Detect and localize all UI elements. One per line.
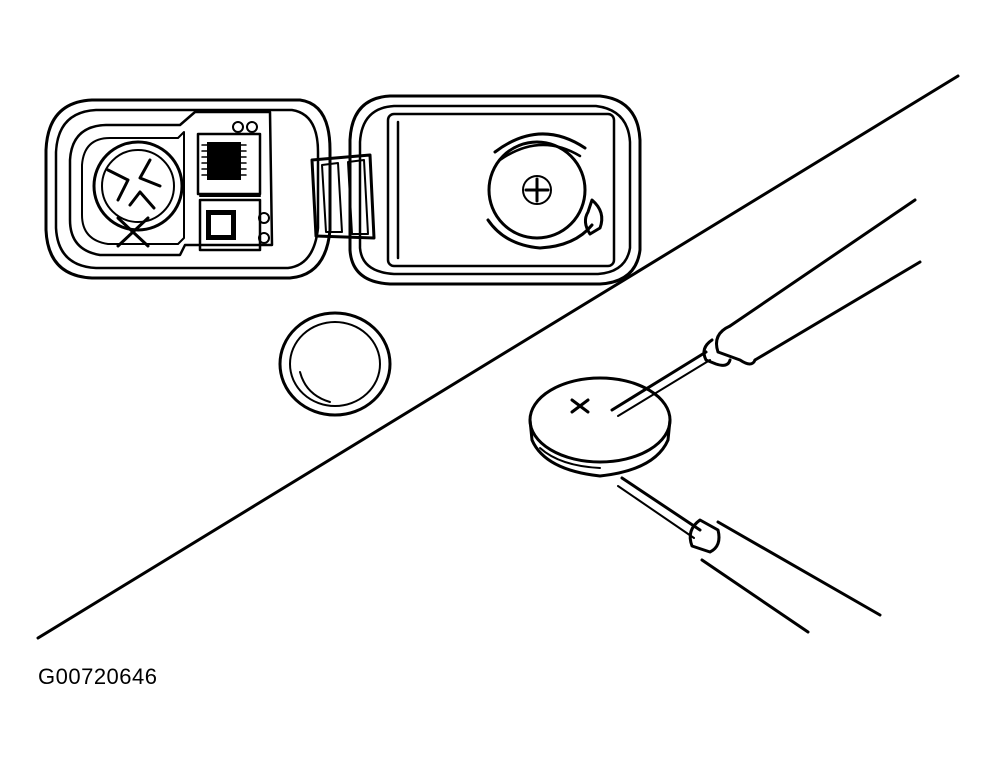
remote-left-shell	[44, 98, 332, 280]
circuit-board	[196, 121, 270, 252]
battery-holder-clip	[92, 140, 184, 248]
positive-symbol-mark	[524, 177, 550, 203]
tested-battery	[528, 376, 672, 478]
negative-symbol-mark	[570, 398, 590, 414]
lower-test-probe	[617, 476, 882, 634]
microchip	[207, 142, 241, 180]
figure-id-label: G00720646	[38, 664, 158, 689]
upper-test-probe	[610, 198, 922, 417]
loose-battery	[278, 311, 392, 417]
installed-battery	[486, 132, 604, 250]
diagonal-divider	[36, 74, 960, 640]
remote-right-shell	[348, 94, 642, 286]
remote-hinge	[310, 153, 376, 240]
